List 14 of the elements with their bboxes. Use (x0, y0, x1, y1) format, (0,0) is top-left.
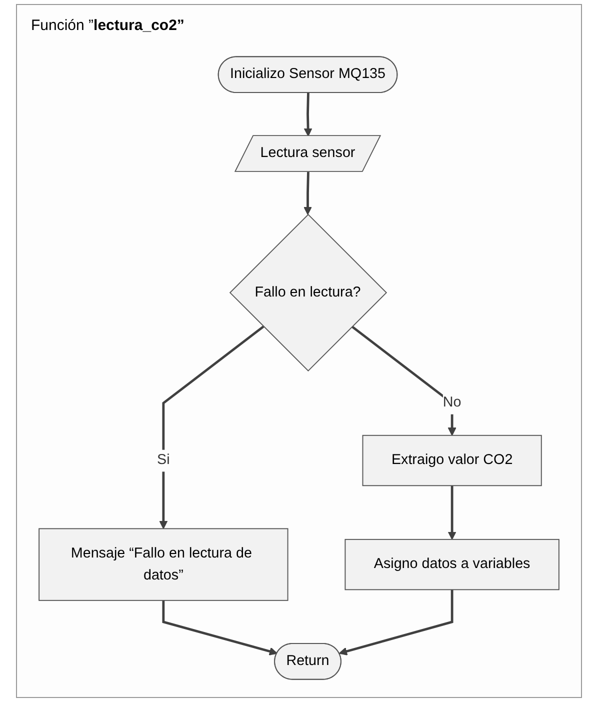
node-diamond: Fallo en lectura? (229, 214, 388, 372)
diagram-title: Función ”lectura_co2” (31, 17, 184, 34)
arrow (162, 600, 278, 656)
node-box: Asigno datos a variables (344, 538, 560, 590)
node-box: Mensaje “Fallo en lectura de datos” (38, 528, 288, 601)
node-box: Extraigo valor CO2 (362, 434, 542, 486)
arrow (304, 92, 312, 136)
arrow (448, 486, 456, 540)
arrow (338, 590, 454, 656)
edge-label: Si (157, 452, 170, 468)
edge-label: No (442, 394, 462, 411)
arrow (351, 326, 456, 436)
arrow (159, 326, 264, 530)
arrow (304, 172, 312, 215)
